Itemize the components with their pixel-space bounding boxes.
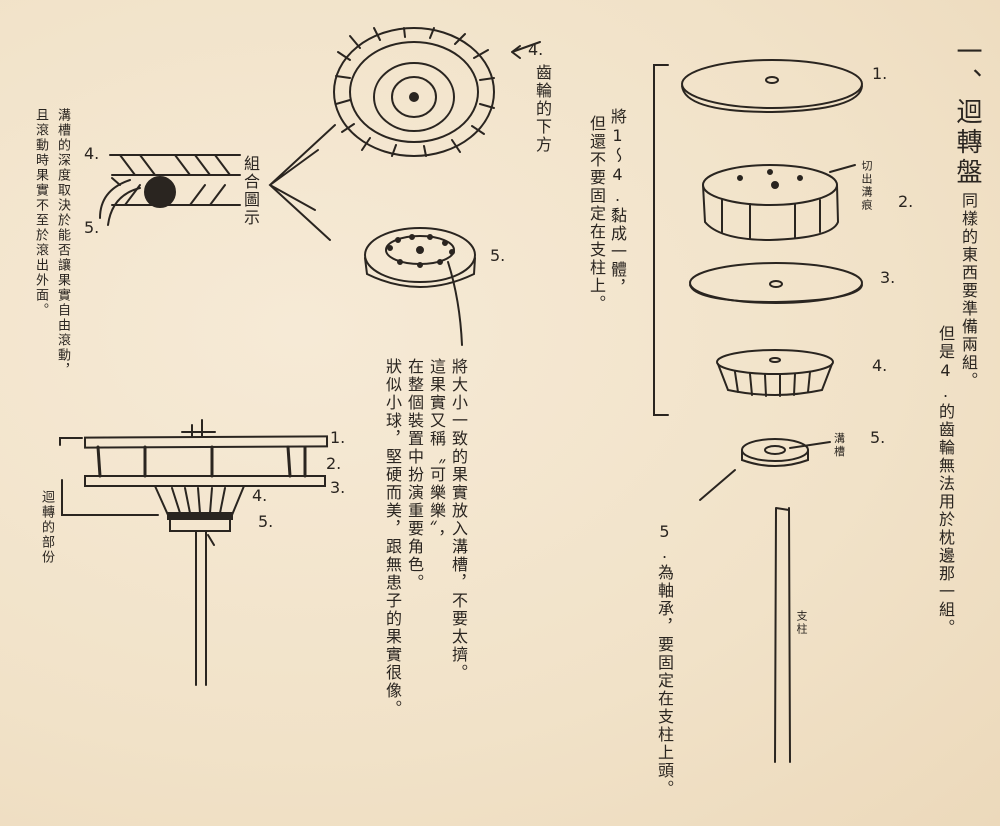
cs-note-2: 且滾動時果實不至於滾出外面。 [33,108,48,318]
label-2: 2. [898,192,914,211]
disc-2 [702,164,856,242]
bearing-top-view [364,227,476,346]
rotating-part-label: 迴轉的部份 [39,490,54,565]
intro-line-2: 但是4.的齒輪無法用於枕邊那一組。 [936,325,955,637]
note-4: 狀似小球，堅硬而美，跟無患子的果實很像。 [383,358,402,718]
label-1: 1. [872,64,888,83]
glue-note-2: 但還不要固定在支柱上。 [587,115,606,313]
cs-label-5: 5. [84,218,100,237]
gear-label-num: 4. [528,40,544,59]
assembly-arrow [268,124,336,241]
intro-line-1: 同樣的東西要準備兩組。 [959,192,978,390]
pole-label: 支柱 [795,610,808,636]
cross-section [99,154,241,226]
asm-label-4: 4. [252,486,268,505]
note-3: 在整個裝置中扮演重要角色。 [405,358,424,592]
page-title: 一、迴轉盤 [952,38,982,188]
label-3: 3. [880,268,896,287]
note-1: 將大小一致的果實放入溝槽，不要太擠。 [449,358,468,682]
assembly-label: 組合圖示 [241,155,260,227]
cs-label-4: 4. [84,144,100,163]
groove-label: 溝槽 [834,432,845,458]
bracket [653,64,669,416]
bearing-5 [741,438,831,467]
glue-note-1: 將1～4.黏成一體， [608,108,627,297]
gear-label: 齒輪的下方 [533,64,552,154]
pole [774,507,791,763]
note-2: 這果實又稱〝可樂樂〞， [427,358,446,548]
label-4: 4. [872,356,888,375]
cut-groove-label: 切出溝痕 [860,160,873,212]
asm-label-5: 5. [258,512,274,531]
disc-1 [681,59,863,114]
gear-top-view [333,27,541,157]
bearing-note: 5.為軸承，要固定在支柱上頭。 [655,522,674,798]
assembly-drawing [59,419,329,686]
asm-label-2: 2. [326,454,342,473]
gear-4 [716,349,834,397]
asm-label-3: 3. [330,478,346,497]
bearing-num: 5. [490,246,506,265]
cs-note-1: 溝槽的深度取決於能否讓果實自由滾動， [55,108,70,378]
disc-3 [689,262,863,304]
label-5: 5. [870,428,886,447]
asm-label-1: 1. [330,428,346,447]
